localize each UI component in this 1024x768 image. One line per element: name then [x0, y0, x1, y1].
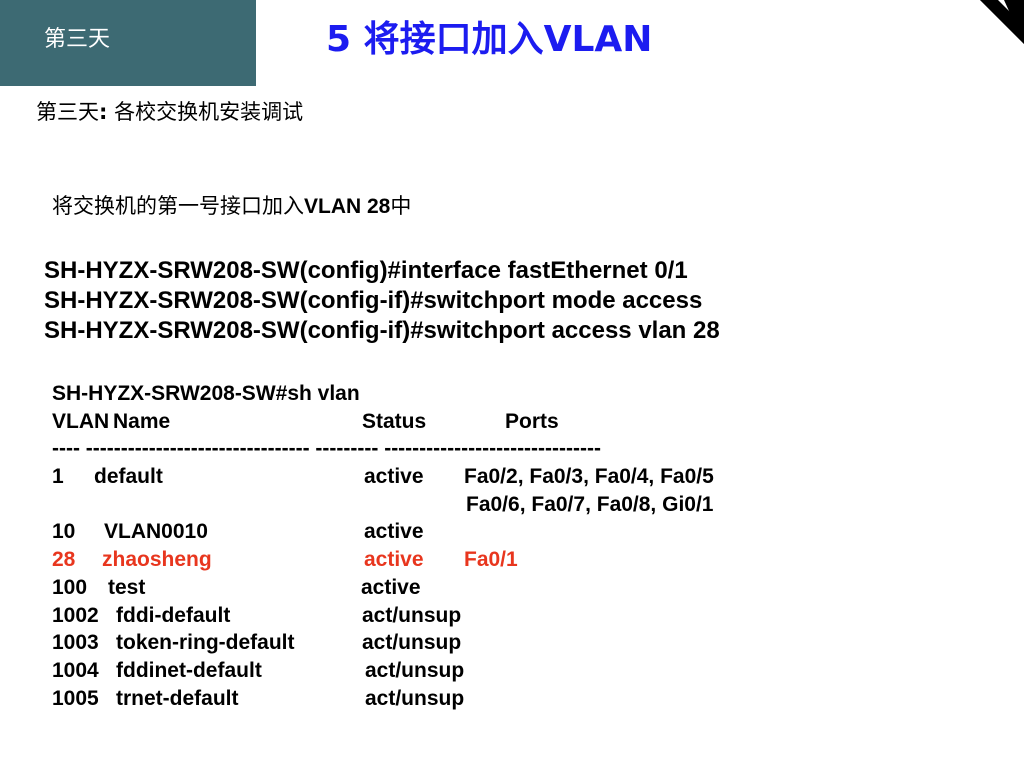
vlan-name: default [94, 465, 163, 489]
vlan-id: 1002 [52, 603, 99, 627]
vlan-status: act/unsup [362, 603, 462, 627]
vlan-id: 1003 [52, 631, 99, 655]
task-description: 将交换机的第一号接口加入VLAN 28中 [52, 194, 412, 218]
vlan-status: act/unsup [362, 631, 462, 655]
subtitle-colon: : [99, 100, 108, 124]
command-line: SH-HYZX-SRW208-SW(config-if)#switchport … [44, 287, 703, 314]
vlan-id: 100 [52, 575, 88, 599]
vlan-name: trnet-default [116, 686, 239, 710]
day-tab-label: 第三天 [44, 27, 111, 52]
header-name: Name [113, 409, 171, 433]
header-status: Status [362, 409, 427, 433]
command-line: SH-HYZX-SRW208-SW(config)#interface fast… [44, 257, 688, 284]
vlan-id: 1 [52, 465, 64, 489]
vlan-id: 1005 [52, 686, 99, 710]
vlan-id: 1004 [52, 658, 99, 682]
vlan-ports: Fa0/2, Fa0/3, Fa0/4, Fa0/5 [464, 465, 714, 489]
vlan-id: 28 [52, 548, 76, 572]
command-block: SH-HYZX-SRW208-SW(config)#interface fast… [44, 256, 720, 346]
vlan-status: active [364, 465, 424, 489]
vlan-ports: Fa0/1 [464, 548, 518, 572]
subtitle-prefix: 第三天 [36, 100, 99, 124]
day-tab: 第三天 [0, 0, 256, 86]
task-text-before: 将交换机的第一号接口加入 [52, 194, 304, 218]
vlan-status: act/unsup [365, 658, 465, 682]
vlan-name: VLAN0010 [104, 520, 208, 544]
vlan-name: token-ring-default [116, 631, 295, 655]
slide-title: 5 将接口加入VLAN [326, 19, 653, 60]
vlan-name: zhaosheng [102, 548, 212, 572]
vlan-ports: Fa0/6, Fa0/7, Fa0/8, Gi0/1 [466, 492, 714, 516]
task-vlan: VLAN 28 [304, 195, 391, 218]
vlan-status: active [361, 575, 421, 599]
subtitle-text: 各校交换机安装调试 [107, 100, 304, 124]
page-corner-icon [980, 0, 1024, 44]
vlan-name: fddinet-default [116, 658, 262, 682]
header-ports: Ports [505, 409, 559, 433]
vlan-status: active [364, 548, 424, 572]
vlan-id: 10 [52, 520, 76, 544]
header-vlan: VLAN [52, 409, 110, 433]
vlan-status: act/unsup [365, 686, 465, 710]
vlan-name: test [108, 575, 146, 599]
command-line: SH-HYZX-SRW208-SW(config-if)#switchport … [44, 317, 720, 344]
separator: ---- -------------------------------- --… [52, 437, 601, 461]
vlan-name: fddi-default [116, 603, 231, 627]
vlan-prompt: SH-HYZX-SRW208-SW#sh vlan [52, 382, 360, 405]
vlan-status: active [364, 520, 424, 544]
slide-subtitle: 第三天: 各校交换机安装调试 [36, 102, 303, 123]
task-text-after: 中 [390, 194, 412, 218]
